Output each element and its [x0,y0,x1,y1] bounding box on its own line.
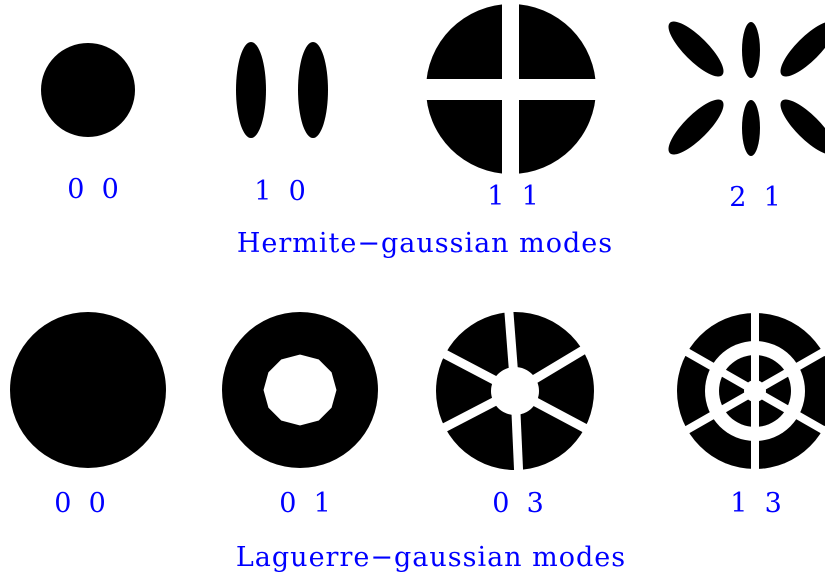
hermite-section-title: Hermite−gaussian modes [237,230,613,257]
laguerre-mode-13-pattern [677,310,825,472]
hermite-21-lobe-bl [661,92,730,161]
laguerre-mode-13-label: 1 3 [730,490,782,517]
hermite-21-lobe-br [773,92,825,161]
hermite-21-lobe-tl [661,14,730,83]
laguerre-00-spot [10,312,166,468]
hermite-21-lobe-bc [742,100,760,156]
laguerre-mode-00-pattern [10,312,166,468]
hermite-11-lobe-tr [519,0,601,79]
hermite-10-lobe-right [298,42,328,138]
hermite-11-lobe-br [519,100,601,180]
hermite-00-spot [41,43,135,137]
hermite-mode-11-label: 1 1 [487,183,539,210]
hermite-11-lobe-tl [420,0,502,79]
laguerre-mode-03-label: 0 3 [492,490,544,517]
hermite-mode-00-label: 0 0 [67,176,119,203]
laguerre-mode-01-pattern [222,312,378,468]
hermite-mode-10-label: 1 0 [254,178,306,205]
laguerre-mode-00-label: 0 0 [54,490,106,517]
hermite-mode-21-label: 2 1 [729,184,781,211]
hermite-mode-00-pattern [41,43,135,137]
hermite-mode-21-pattern [661,14,825,161]
laguerre-mode-03-pattern [436,300,594,480]
hermite-21-lobe-tr [773,14,825,83]
laguerre-section-title: Laguerre−gaussian modes [236,544,626,571]
laguerre-mode-01-label: 0 1 [279,490,331,517]
hermite-11-lobe-bl [420,100,502,180]
hermite-21-lobe-tc [742,22,760,78]
hermite-mode-10-pattern [236,42,328,138]
hermite-mode-11-pattern [420,0,601,180]
hermite-10-lobe-left [236,42,266,138]
